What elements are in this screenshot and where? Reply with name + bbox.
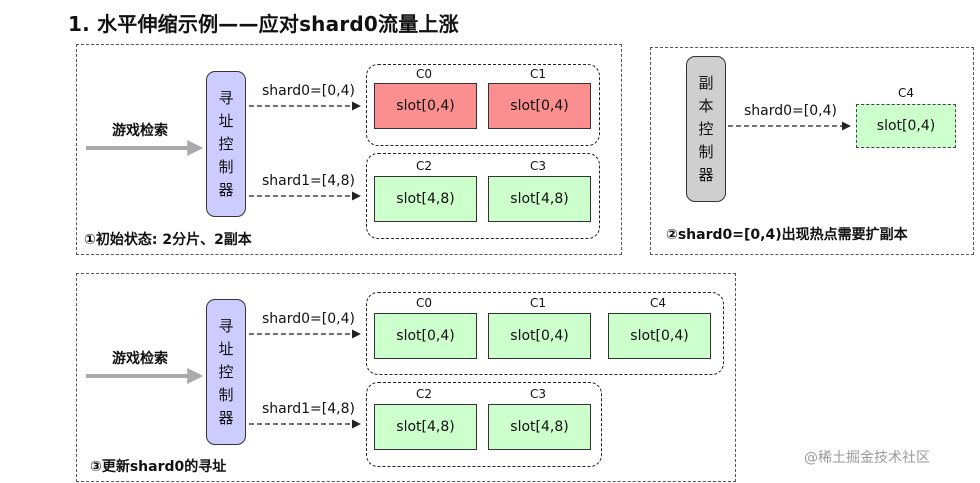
cluster-label-c0-updated: C0	[415, 296, 432, 310]
game-search-label-updated: 游戏检索	[112, 351, 168, 367]
slot-c3: slot[4,8)	[488, 176, 591, 222]
cluster-label-c2: C2	[415, 159, 432, 173]
slot-c1-updated: slot[0,4)	[488, 313, 591, 359]
shard0-label-updated: shard0=[0,4)	[262, 311, 355, 327]
cluster-label-c2-updated: C2	[415, 387, 432, 401]
cluster-label-c1: C1	[529, 67, 546, 81]
shard1-label: shard1=[4,8)	[262, 173, 355, 189]
shard0-group	[366, 64, 600, 146]
panel-hotspot-replica	[650, 47, 974, 255]
diagram-title: 1. 水平伸缩示例——应对shard0流量上涨	[68, 12, 459, 36]
cluster-label-c0: C0	[415, 67, 432, 81]
shard0-group-updated	[366, 292, 724, 375]
caption-initial-state: ①初始状态: 2分片、2副本	[84, 232, 252, 248]
panel-updated-routing	[76, 273, 736, 482]
game-search-label: 游戏检索	[112, 123, 168, 139]
slot-c0: slot[0,4)	[374, 83, 477, 129]
cluster-label-c3-updated: C3	[529, 387, 546, 401]
watermark: @稀土掘金技术社区	[804, 450, 930, 466]
shard1-group-updated	[366, 382, 602, 467]
routing-controller-updated: 寻 址 控 制 器	[206, 299, 246, 445]
slot-c2: slot[4,8)	[374, 176, 477, 222]
shard0-label-replica: shard0=[0,4)	[744, 103, 837, 119]
slot-c4-new: slot[0,4)	[856, 104, 956, 148]
cluster-label-c1-updated: C1	[529, 296, 546, 310]
cluster-label-c4-new: C4	[897, 86, 914, 100]
replica-controller: 副 本 控 制 器	[686, 56, 726, 202]
shard1-label-updated: shard1=[4,8)	[262, 401, 355, 417]
slot-c2-updated: slot[4,8)	[374, 404, 477, 450]
slot-c3-updated: slot[4,8)	[488, 404, 591, 450]
panel-initial-state	[76, 44, 622, 255]
cluster-label-c3: C3	[529, 159, 546, 173]
slot-c1: slot[0,4)	[488, 83, 591, 129]
cluster-label-c4-updated: C4	[649, 296, 666, 310]
routing-controller: 寻 址 控 制 器	[206, 71, 246, 217]
shard1-group	[366, 153, 600, 239]
shard0-label: shard0=[0,4)	[262, 83, 355, 99]
slot-c4-updated: slot[0,4)	[608, 313, 711, 359]
caption-updated-routing: ③更新shard0的寻址	[90, 459, 227, 475]
caption-hotspot: ②shard0=[0,4)出现热点需要扩副本	[666, 227, 908, 243]
slot-c0-updated: slot[0,4)	[374, 313, 477, 359]
